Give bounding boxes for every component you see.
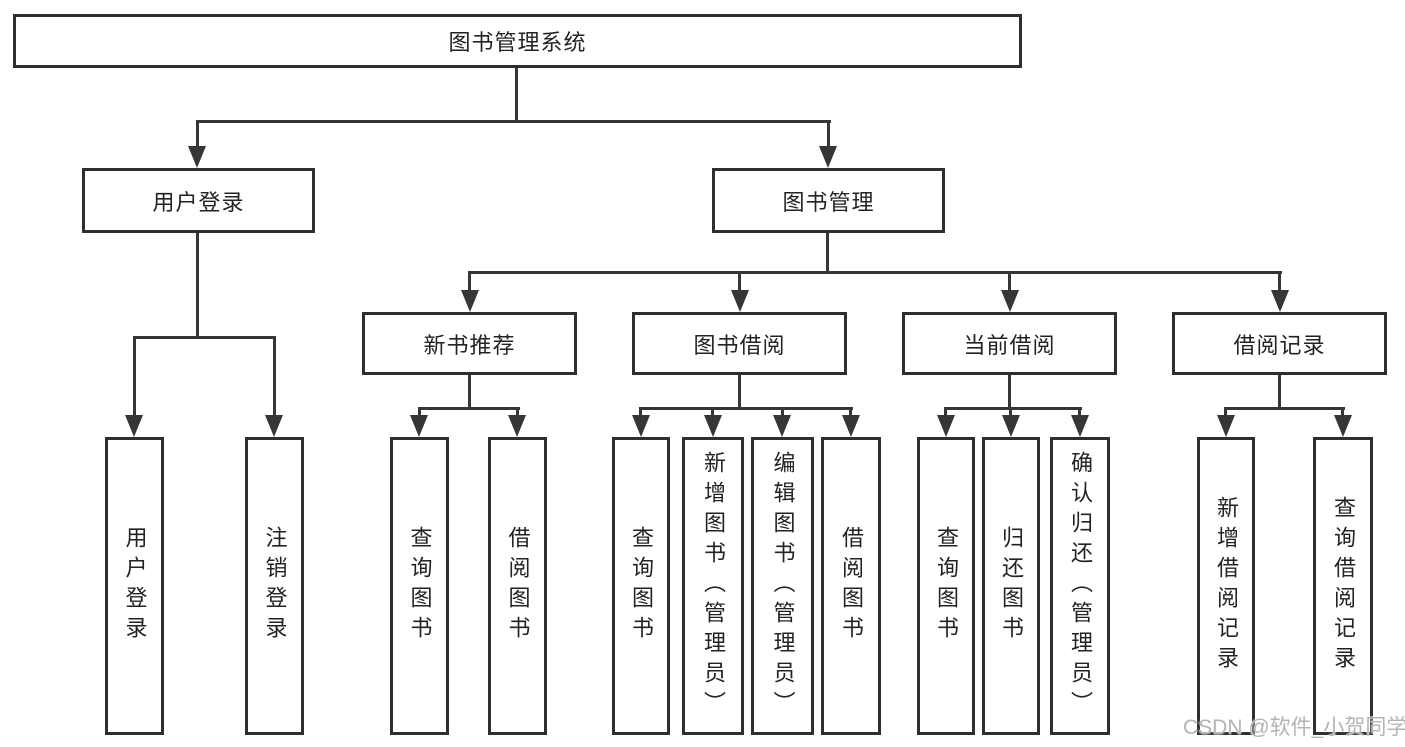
connector-leaf-vline (944, 407, 947, 417)
connector-leaf-vline (711, 407, 714, 417)
arrow-down-icon (731, 290, 749, 312)
arrow-down-icon (819, 146, 837, 168)
arrow-down-icon (704, 415, 722, 437)
connector-current-split (944, 407, 1082, 410)
arrow-down-icon (508, 415, 526, 437)
arrow-down-icon (461, 290, 479, 312)
connector-bookmgmt-vline (827, 120, 830, 148)
connector-leaf-vline (849, 407, 852, 417)
connector-newbook-down (468, 375, 471, 410)
connector-current-down (1008, 375, 1011, 410)
arrow-down-icon (1001, 290, 1019, 312)
leaf-query-books-recommend: 查询图书 (390, 437, 449, 735)
node-user-login: 用户登录 (82, 168, 315, 233)
node-root: 图书管理系统 (13, 14, 1022, 68)
connector-userlogin-split (133, 336, 276, 339)
leaf-query-borrow-record: 查询借阅记录 (1313, 437, 1373, 735)
connector-borrowing-down (738, 375, 741, 410)
arrow-down-icon (265, 415, 283, 437)
arrow-down-icon (125, 415, 143, 437)
connector-records-down (1278, 375, 1281, 410)
leaf-confirm-return-admin: 确认归还（管理员） (1050, 437, 1110, 735)
node-current-borrowing: 当前借阅 (902, 312, 1117, 375)
leaf-borrow-books-borrowing: 借阅图书 (821, 437, 881, 735)
connector-l3-vline (738, 271, 741, 291)
connector-borrowing-split (639, 407, 853, 410)
connector-leaf-vline (1078, 407, 1081, 417)
arrow-down-icon (937, 415, 955, 437)
arrow-down-icon (632, 415, 650, 437)
connector-l3-vline (1008, 271, 1011, 291)
leaf-user-login: 用户登录 (105, 437, 164, 735)
arrow-down-icon (188, 146, 206, 168)
connector-newbook-split (418, 407, 520, 410)
node-book-management: 图书管理 (712, 168, 945, 233)
connector-leaf-vline (1341, 407, 1344, 417)
arrow-down-icon (1271, 290, 1289, 312)
arrow-down-icon (1217, 415, 1235, 437)
leaf-add-borrow-record: 新增借阅记录 (1197, 437, 1255, 735)
node-new-book-recommend: 新书推荐 (362, 312, 577, 375)
connector-userlogin-vline (196, 120, 199, 148)
connector-records-split (1224, 407, 1345, 410)
connector-bookmgmt-split (468, 271, 1282, 274)
connector-userlogin-down (196, 233, 199, 339)
leaf-query-books-current: 查询图书 (917, 437, 975, 735)
arrow-down-icon (773, 415, 791, 437)
leaf-edit-book-admin: 编辑图书（管理员） (751, 437, 814, 735)
node-borrowing-records: 借阅记录 (1172, 312, 1387, 375)
node-book-borrowing: 图书借阅 (632, 312, 847, 375)
connector-l3-vline (1278, 271, 1281, 291)
connector-root-vline (515, 68, 518, 123)
connector-leaf-vline (273, 336, 276, 416)
connector-leaf-vline (516, 407, 519, 417)
connector-leaf-vline (1009, 407, 1012, 417)
leaf-add-book-admin: 新增图书（管理员） (682, 437, 744, 735)
connector-leaf-vline (133, 336, 136, 416)
connector-leaf-vline (781, 407, 784, 417)
leaf-logout: 注销登录 (245, 437, 304, 735)
arrow-down-icon (1071, 415, 1089, 437)
connector-leaf-vline (639, 407, 642, 417)
connector-root-hline (196, 120, 831, 123)
leaf-return-books: 归还图书 (982, 437, 1040, 735)
arrow-down-icon (410, 415, 428, 437)
connector-l3-vline (468, 271, 471, 291)
leaf-borrow-books-recommend: 借阅图书 (488, 437, 547, 735)
connector-leaf-vline (1224, 407, 1227, 417)
arrow-down-icon (842, 415, 860, 437)
arrow-down-icon (1002, 415, 1020, 437)
leaf-query-books-borrowing: 查询图书 (612, 437, 670, 735)
arrow-down-icon (1334, 415, 1352, 437)
connector-bookmgmt-down (826, 233, 829, 274)
csdn-watermark: CSDN @软件_小贺同学 (1183, 716, 1405, 739)
connector-leaf-vline (418, 407, 421, 417)
